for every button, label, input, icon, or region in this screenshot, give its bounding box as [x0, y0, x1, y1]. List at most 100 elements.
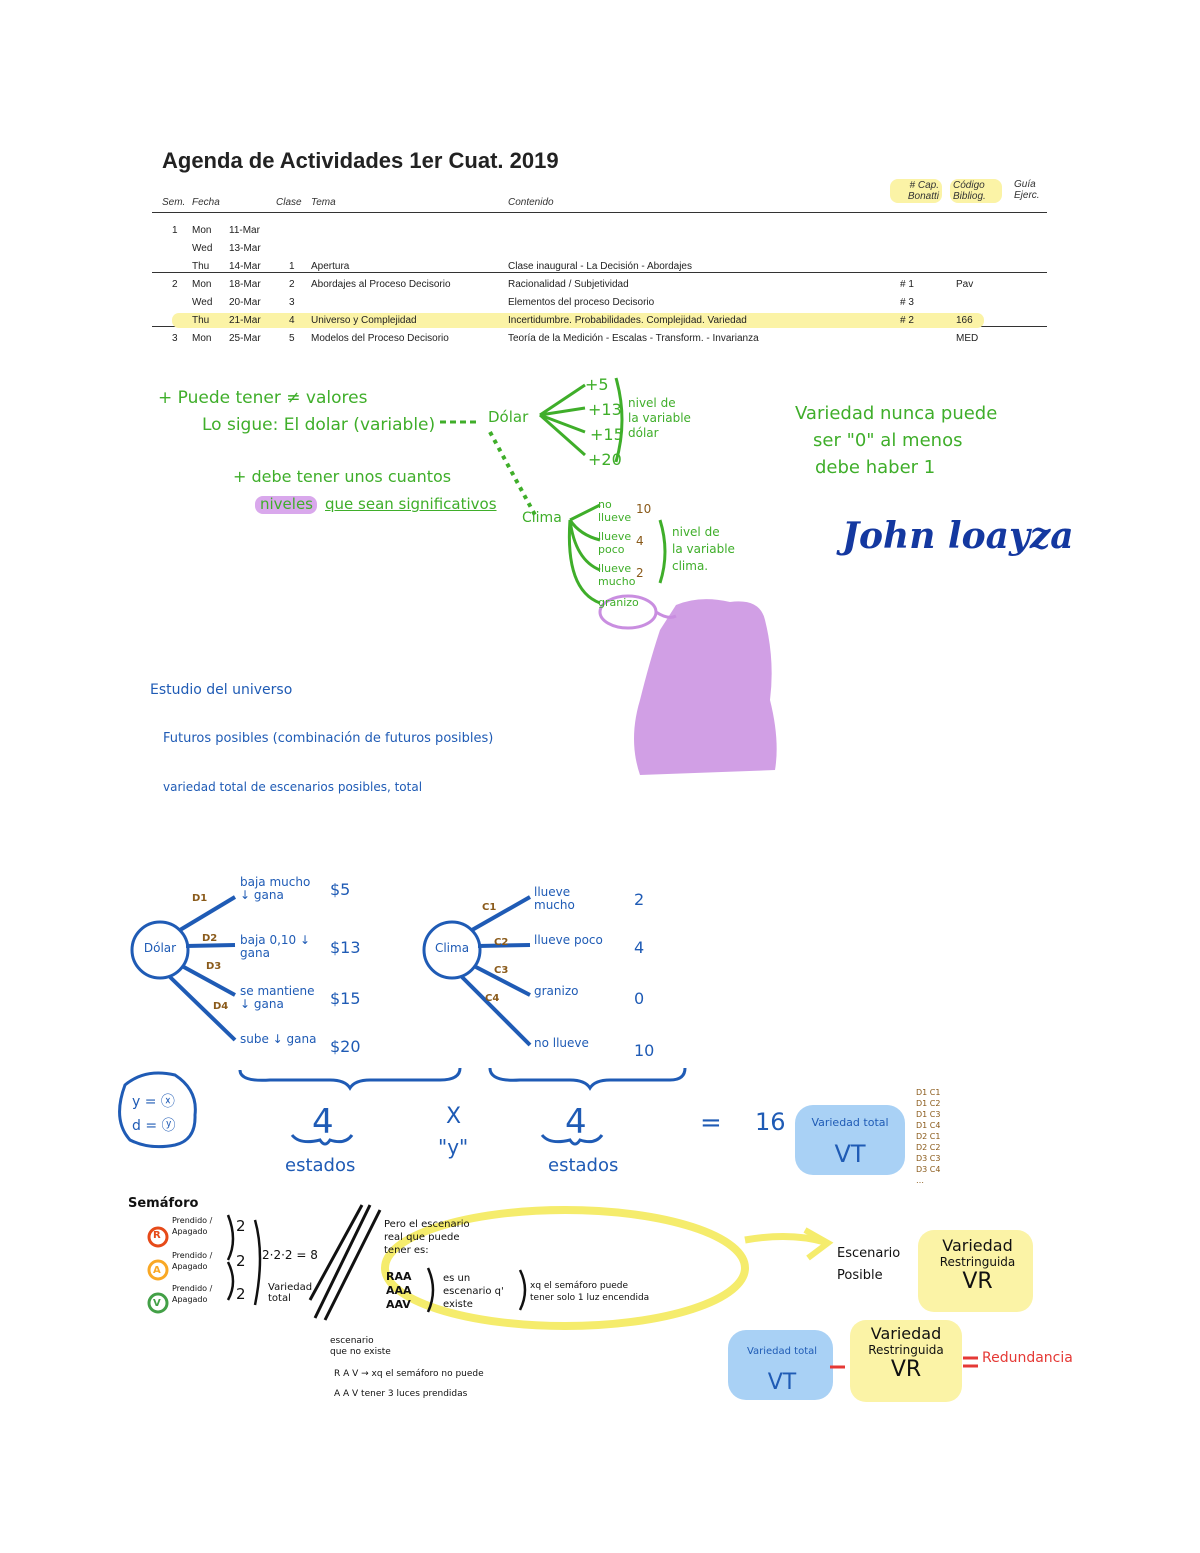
- y-label: "y": [438, 1135, 469, 1159]
- light-label: Prendido / Apagado: [172, 1284, 213, 1304]
- tree-value: $15: [330, 989, 361, 1008]
- tree-branch-label: C2: [494, 937, 509, 948]
- clima-item: no llueve: [598, 498, 632, 524]
- clima-item-value: 4: [636, 534, 644, 548]
- cell-tema: Apertura: [311, 261, 350, 272]
- yd-line: d = ⓨ: [132, 1118, 176, 1134]
- cell-day: Wed: [192, 297, 213, 308]
- cell-contenido: Elementos del proceso Decisorio: [508, 297, 655, 308]
- times-sign: X: [446, 1104, 462, 1129]
- combo-item: D1 C1: [916, 1088, 941, 1097]
- tree-branch-label: D3: [206, 961, 222, 972]
- cell-contenido: Incertidumbre. Probabilidades. Complejid…: [508, 315, 747, 326]
- posible-label: Posible: [837, 1268, 883, 1283]
- cell-tema: Modelos del Proceso Decisorio: [311, 333, 449, 344]
- vt-box-2: [728, 1330, 833, 1400]
- vr-label: VR: [962, 1269, 993, 1294]
- light-label: Prendido / Apagado: [172, 1251, 213, 1271]
- circle-combo: AAV: [386, 1298, 411, 1311]
- bottom-row: R A V → xq el semáforo no puede: [334, 1369, 484, 1379]
- brace-lines: [238, 1067, 687, 1146]
- header-clase: Clase: [276, 197, 302, 208]
- note-dolar: Dólar: [488, 408, 529, 426]
- note-futuros: Futuros posibles (combinación de futuros…: [163, 731, 494, 746]
- sixteen: 16: [755, 1108, 786, 1136]
- cell-cap: # 1: [900, 279, 914, 290]
- header-cod-line1: Código: [953, 180, 985, 191]
- four-b: 4: [565, 1102, 587, 1142]
- note-green-4a: niveles: [260, 495, 313, 513]
- cell-cod: MED: [956, 333, 979, 344]
- circle-mid: es un escenario q' existe: [443, 1272, 504, 1311]
- cell-day: Thu: [192, 315, 210, 326]
- dolar-note-line: la variable: [628, 411, 691, 425]
- cell-tema: Abordajes al Proceso Decisorio: [311, 279, 451, 290]
- cell-date: 20-Mar: [229, 297, 261, 308]
- tree-item: granizo: [534, 984, 579, 998]
- bottom-title: escenario que no existe: [330, 1336, 391, 1358]
- cell-cap: # 3: [900, 297, 914, 308]
- vt-label-2: VT: [767, 1370, 797, 1395]
- circle-text-line: real que puede: [384, 1232, 460, 1243]
- header-contenido: Contenido: [508, 197, 554, 208]
- note-clima: Clima: [522, 510, 562, 526]
- tree-dolar-label: Dólar: [143, 941, 177, 955]
- tree-item: baja mucho ↓ gana: [240, 875, 311, 902]
- equals-sign: =: [700, 1108, 722, 1138]
- tree-value: 10: [634, 1041, 655, 1060]
- circle-text-line: Pero el escenario: [384, 1219, 470, 1230]
- light-v-icon: [147, 1292, 169, 1314]
- note-green-2: Lo sigue: El dolar (variable): [202, 415, 436, 435]
- cell-clase: 5: [289, 333, 295, 344]
- tree-value: $5: [330, 880, 351, 899]
- note-variedad-total: variedad total de escenarios posibles, t…: [163, 780, 423, 794]
- yellow-ellipse: [381, 1206, 749, 1330]
- tree-item: se mantiene ↓ gana: [240, 984, 315, 1011]
- clima-note-line: nivel de: [672, 525, 720, 539]
- combo-item: D1 C2: [916, 1099, 941, 1108]
- bottom-row: A A V tener 3 luces prendidas: [334, 1389, 468, 1399]
- clima-item-value: 10: [636, 502, 652, 516]
- purple-highlight-niveles: [255, 496, 317, 514]
- clima-item: llueve poco: [598, 530, 632, 556]
- cell-day: Thu: [192, 261, 210, 272]
- header-cap-bonatti: # Cap. Bonatti: [890, 179, 942, 203]
- dolar-tree: [130, 895, 237, 1042]
- tree-clima-label: Clima: [434, 941, 470, 955]
- light-letter: A: [153, 1265, 161, 1276]
- tree-branch-label: D1: [192, 893, 208, 904]
- circle-combos: RAA AAA AAV: [386, 1270, 412, 1312]
- note-estudio: Estudio del universo: [150, 682, 293, 698]
- header-cap-line1: # Cap.: [909, 180, 939, 191]
- header-tema: Tema: [311, 197, 336, 208]
- combo-item: D2 C1: [916, 1132, 941, 1141]
- circle-text: Pero el escenario real que puede tener e…: [384, 1218, 470, 1257]
- cell-day: Wed: [192, 243, 213, 254]
- light-a-icon: [147, 1259, 169, 1281]
- vr-title-2: Variedad: [870, 1324, 942, 1343]
- clima-note-line: la variable: [672, 542, 735, 556]
- cell-date: 25-Mar: [229, 333, 261, 344]
- light-count: 2: [236, 1252, 246, 1270]
- variedad-line: debe haber 1: [815, 457, 936, 478]
- dolar-value: +13: [588, 400, 622, 419]
- week-rule-1: [152, 272, 1047, 273]
- cell-date: 21-Mar: [229, 315, 261, 326]
- cell-cod: 166: [956, 315, 973, 326]
- combo-item: D2 C2: [916, 1143, 941, 1152]
- header-guia-line1: Guía: [1014, 179, 1036, 190]
- tree-branch-label: C4: [485, 993, 500, 1004]
- cell-clase: 3: [289, 297, 295, 308]
- tree-item: baja 0,10 ↓ gana: [240, 933, 311, 960]
- dolar-note-line: dólar: [628, 426, 659, 440]
- clima-note-line: clima.: [672, 559, 709, 573]
- circle-right: xq el semáforo puede tener solo 1 luz en…: [530, 1280, 649, 1304]
- cell-clase: 4: [289, 315, 295, 326]
- header-cap-line2: Bonatti: [907, 191, 939, 202]
- dolar-note: nivel de la variable dólar: [628, 396, 691, 441]
